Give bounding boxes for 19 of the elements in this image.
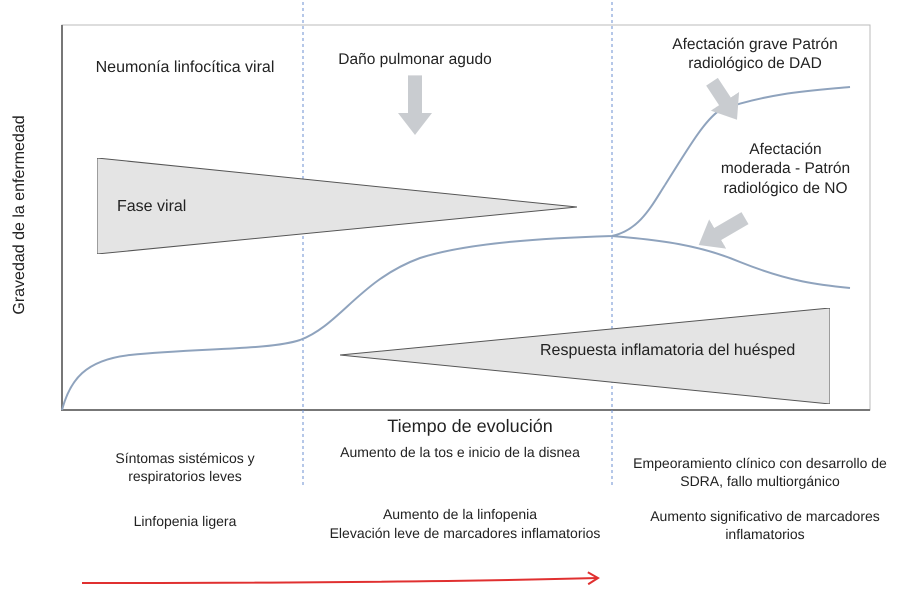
annotation-text: Daño pulmonar agudo [325,50,505,70]
phase-note: Aumento significativo de marcadores inflamatorios [649,508,881,543]
panel-title: Neumonía linfocítica viral [94,58,276,78]
block-arrow [398,75,432,135]
phase-triangle [340,308,830,404]
annotation-text: Afectación moderada - Patrón radiológico de NO [718,140,853,198]
phase-triangle [97,158,577,254]
phase-note: Linfopenia ligera [132,513,238,530]
triangle-label: Fase viral [117,198,186,216]
triangle-label: Respuesta inflamatoria del huésped [540,342,796,360]
phase-note: Aumento de la linfopenia [382,506,538,524]
curve-branch [612,235,850,289]
axis-title: Gravedad de la enfermedad [10,114,29,317]
phase-note: Aumento de la tos e inicio de la disnea [339,444,581,462]
phase-note: Elevación leve de marcadores inflamatorios [328,525,602,542]
phase-note: Empeoramiento clínico con desarrollo de SDRA, fallo multiorgánico [632,455,888,490]
phase-note: Síntomas sistémicos y respiratorios leves [114,450,256,485]
axis-title: Tiempo de evolución [386,415,554,438]
annotation-text: Afectación grave Patrón radiológico de DAD [660,35,850,74]
